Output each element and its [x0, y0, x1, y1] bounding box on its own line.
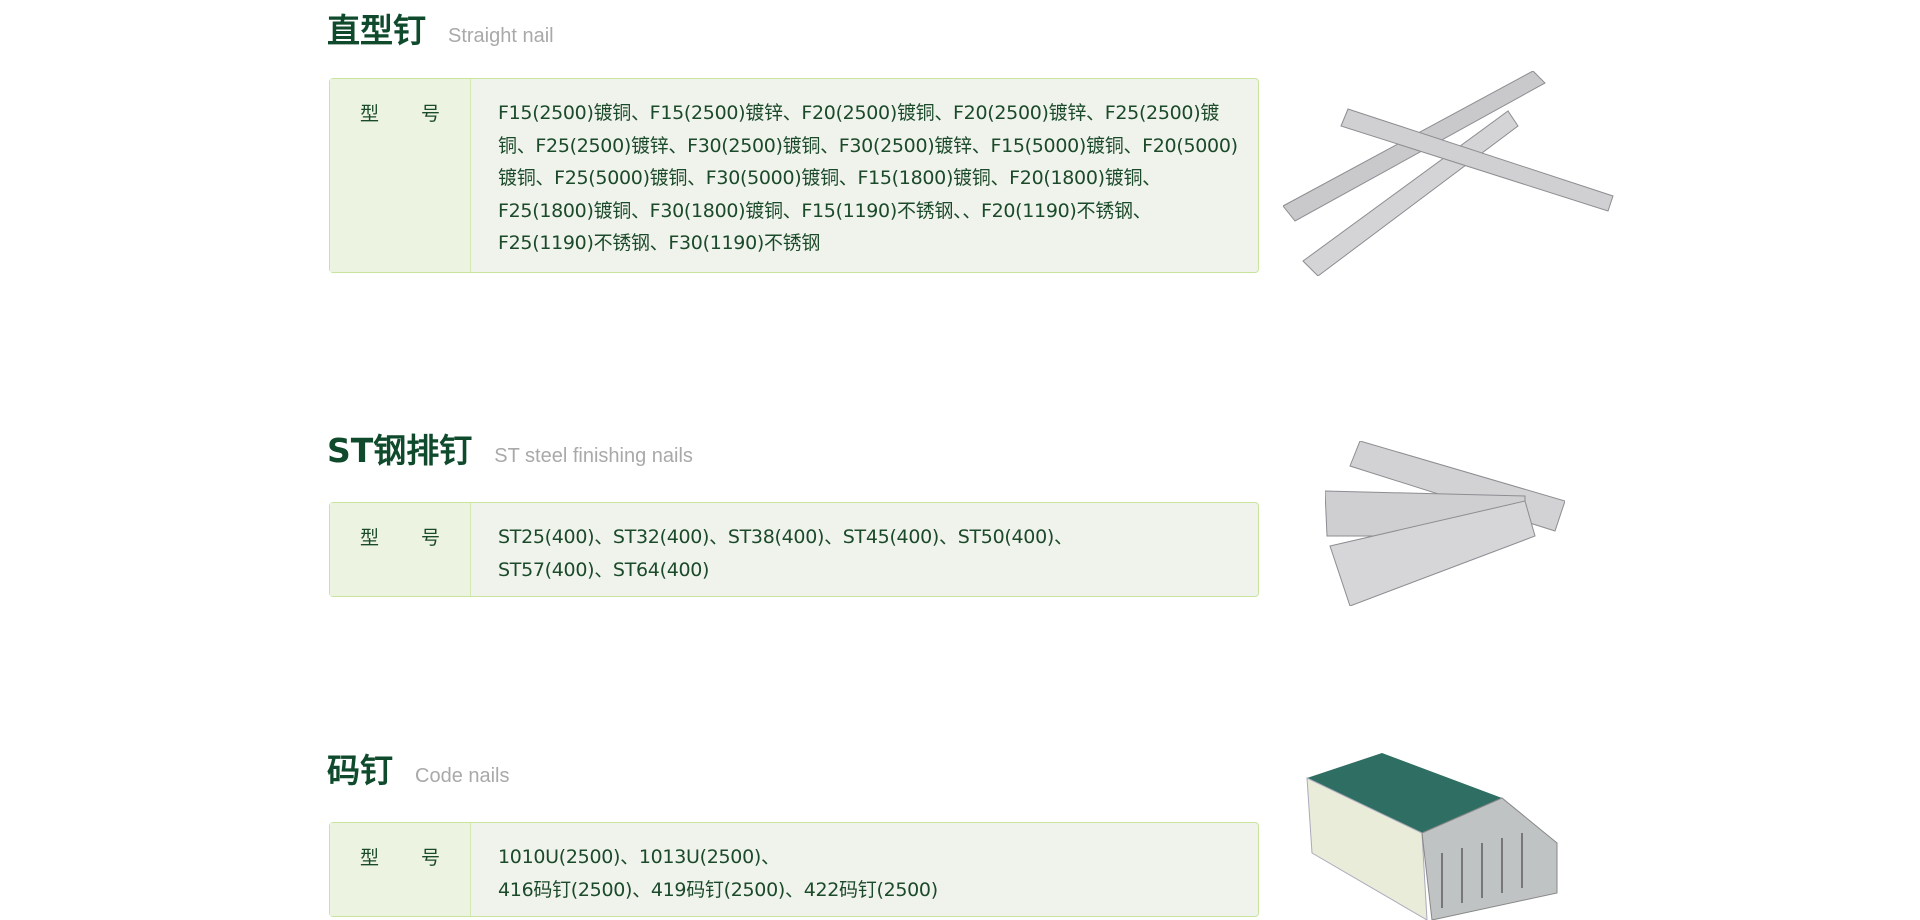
model-line: 1010U(2500)、1013U(2500)、: [498, 846, 780, 868]
section-subtitle: Straight nail: [448, 25, 554, 47]
label-char: 号: [421, 847, 441, 869]
label-char: 号: [421, 527, 441, 549]
label-char: 型: [359, 103, 379, 125]
section-heading: 码钉 Code nails: [327, 744, 510, 792]
model-table: 型号 ST25(400)、ST32(400)、ST38(400)、ST45(40…: [329, 502, 1259, 597]
section-subtitle: ST steel finishing nails: [494, 445, 693, 467]
model-label: 型号: [330, 503, 471, 596]
model-list: ST25(400)、ST32(400)、ST38(400)、ST45(400)、…: [498, 526, 1073, 581]
straight-nail-image: [1283, 71, 1614, 276]
model-list: 1010U(2500)、1013U(2500)、 416码钉(2500)、419…: [471, 823, 1258, 916]
label-char: 号: [421, 103, 441, 125]
code-nail-box-image: [1306, 753, 1558, 920]
section-title: ST钢排钉: [327, 431, 473, 470]
model-table: 型号 1010U(2500)、1013U(2500)、 416码钉(2500)、…: [329, 822, 1259, 917]
model-table: 型号 F15(2500)镀铜、F15(2500)镀锌、F20(2500)镀铜、F…: [329, 78, 1259, 273]
label-char: 型: [359, 847, 379, 869]
section-title: 直型钉: [327, 11, 426, 50]
section-subtitle: Code nails: [415, 765, 510, 787]
label-char: 型: [359, 527, 379, 549]
model-list: F15(2500)镀铜、F15(2500)镀锌、F20(2500)镀铜、F20(…: [498, 102, 1238, 254]
model-line: 416码钉(2500)、419码钉(2500)、422码钉(2500): [498, 878, 938, 901]
model-label: 型号: [330, 823, 471, 916]
section-heading: 直型钉 Straight nail: [327, 4, 554, 52]
model-label: 型号: [330, 79, 471, 272]
section-heading: ST钢排钉 ST steel finishing nails: [327, 424, 693, 472]
st-nail-image: [1325, 441, 1565, 606]
section-title: 码钉: [327, 751, 393, 790]
